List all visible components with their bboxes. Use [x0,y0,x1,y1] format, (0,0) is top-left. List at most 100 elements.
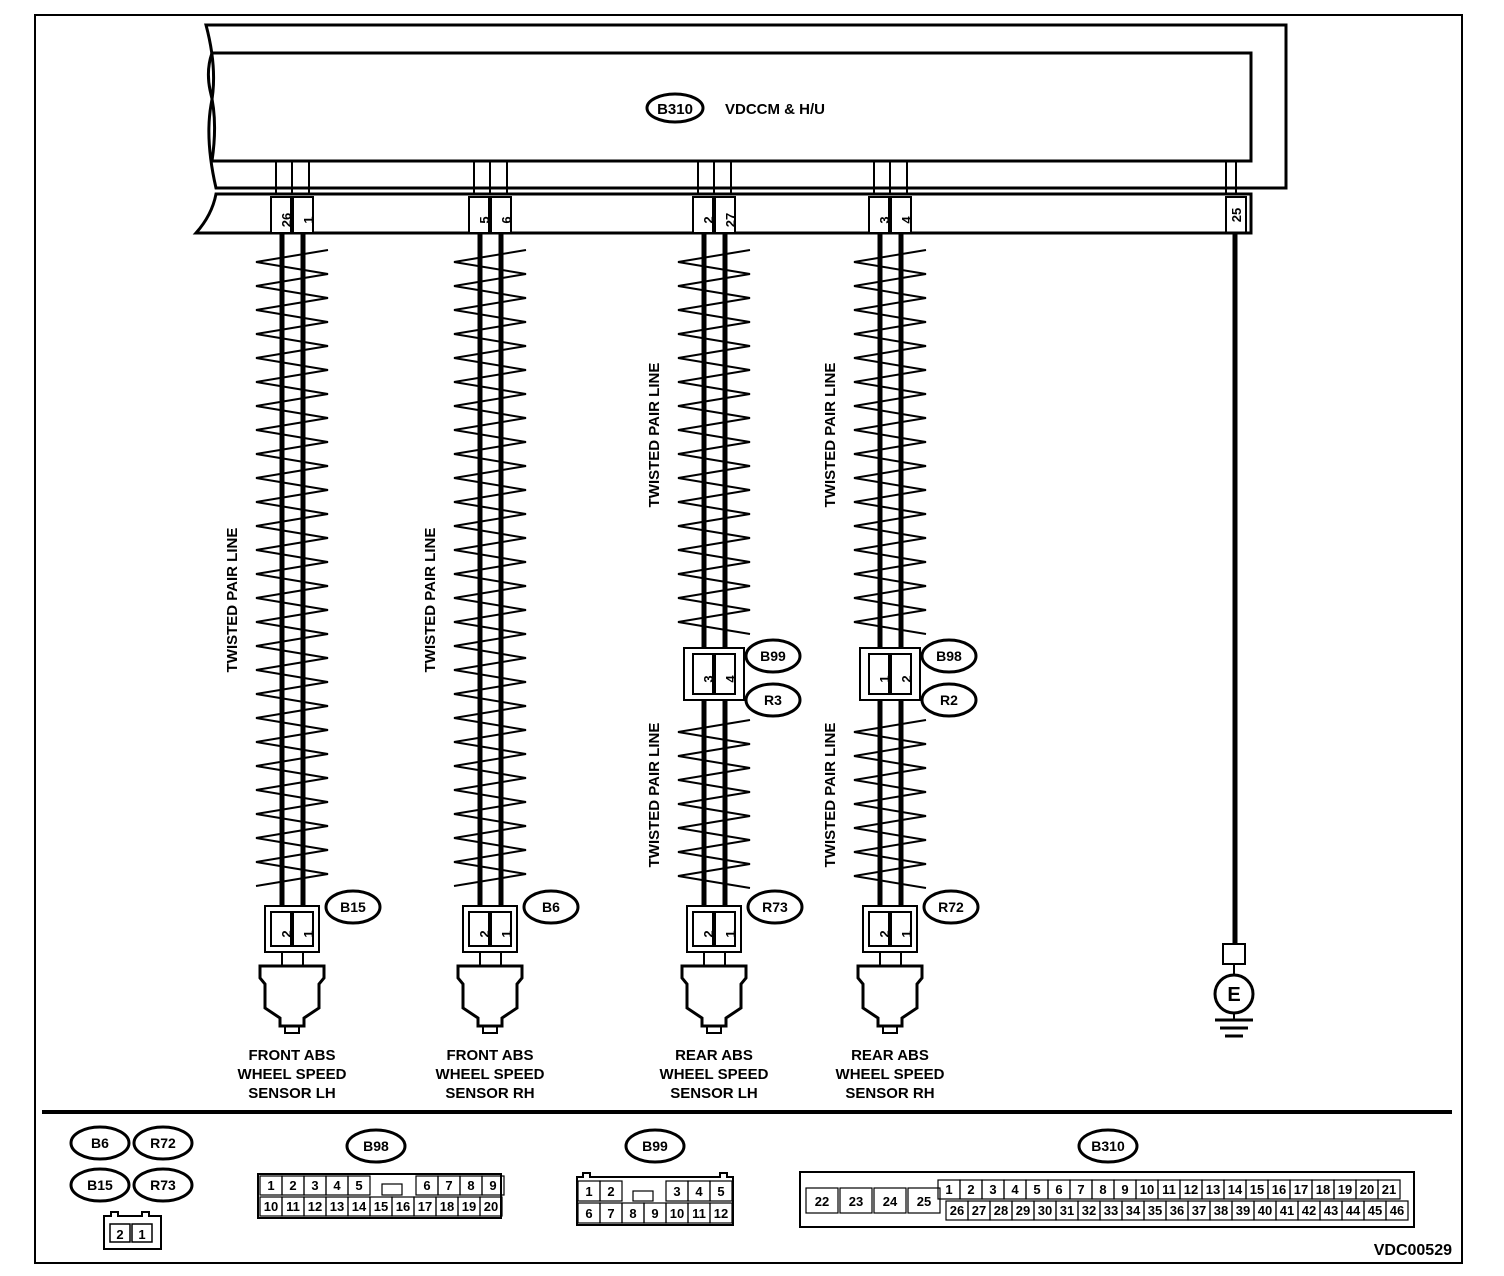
mid-connector-pin-number: 1 [877,675,892,682]
small-connector-name: B15 [87,1177,113,1193]
module-inner-box [206,51,1253,163]
b310-row1-pin: 6 [1055,1182,1062,1197]
module-pin-number: 27 [723,213,738,227]
outer-frame [34,14,1463,1264]
b310-row2-pin: 39 [1236,1203,1250,1218]
b310-row2-pin: 35 [1148,1203,1162,1218]
module-pin-number: 3 [877,216,892,223]
sensor-connector-label: R72 [938,899,964,915]
sensor-connector-pin-number: 2 [477,930,492,937]
b310-row2-pin: 41 [1280,1203,1294,1218]
b98-row1-pin: 7 [445,1178,452,1193]
wheel-speed-sensor-icon [456,964,524,1028]
mid-connector-pin-box [868,653,890,695]
b310-large-pin: 24 [883,1194,898,1209]
module-housing [204,23,1288,190]
sensor-connector-pin-box [890,911,912,947]
sensor-label-line: SENSOR LH [248,1085,336,1102]
b98-row2-pin: 12 [308,1199,322,1214]
b310-row2-pin: 43 [1324,1203,1338,1218]
b310-row2-pin: 31 [1060,1203,1074,1218]
twisted-pair-zigzag [255,249,329,887]
sensor-connector-pin-box [270,911,292,947]
b98-row1-cell [347,1175,371,1196]
b99-row1-pin: 3 [673,1184,680,1199]
sensor-label-line: SENSOR RH [845,1085,934,1102]
small-connector-oval [132,1125,194,1161]
module-pin-number: 1 [301,216,316,223]
b99-row1-pin: 5 [717,1184,724,1199]
mid-connector-top-label: B98 [936,648,962,664]
mid-connector-bottom-label-oval [744,682,802,718]
b310-row2-pin: 36 [1170,1203,1184,1218]
b99-oval [624,1128,686,1164]
b99-row2-pin: 6 [585,1206,592,1221]
b310-row1-pin: 12 [1184,1182,1198,1197]
b98-row2-pin: 13 [330,1199,344,1214]
sensor-tip [284,1026,300,1034]
b310-large-pin: 22 [815,1194,829,1209]
small-connector-name: B6 [91,1135,109,1151]
b98-row2-cell [479,1196,503,1217]
sensor-connector-pin-number: 1 [301,930,316,937]
b98-row2-pin: 10 [264,1199,278,1214]
mid-connector-top-label: B99 [760,648,786,664]
small-connector-pin: 2 [116,1227,123,1242]
b310-row1-pin: 2 [967,1182,974,1197]
sensor-connector-pin-number: 1 [899,930,914,937]
twisted-pair-label: TWISTED PAIR LINE [422,528,439,673]
b310-row2-pin: 37 [1192,1203,1206,1218]
sensor-label-line: WHEEL SPEED [660,1066,769,1083]
b98-row1-pin: 6 [423,1178,430,1193]
sensor-connector-pin-box [714,911,736,947]
b310-row2-pin: 46 [1390,1203,1404,1218]
b310-row1-pin: 11 [1162,1182,1176,1197]
b98-name: B98 [363,1138,389,1154]
small-connector-pin: 1 [138,1227,145,1242]
b310-row1-pin: 21 [1382,1182,1396,1197]
b98-row2-pin: 14 [352,1199,367,1214]
b310-large-cell [873,1187,907,1214]
sensor-label-line: WHEEL SPEED [238,1066,347,1083]
wheel-speed-sensor-icon [856,964,924,1028]
b310-row1-pin: 9 [1121,1182,1128,1197]
b310-row1-pin: 13 [1206,1182,1220,1197]
sensor-tip [482,1026,498,1034]
b310-row2-pin: 27 [972,1203,986,1218]
mid-connector-top-label-oval [744,638,802,674]
b310-row1-pin: 20 [1360,1182,1374,1197]
sensor-connector-pin-box [468,911,490,947]
sensor-connector-label-oval [922,889,980,925]
b310-row2-pin: 40 [1258,1203,1272,1218]
b98-row1-pin: 9 [489,1178,496,1193]
b99-row1-pin: 1 [585,1184,592,1199]
b98-row2-pin: 17 [418,1199,432,1214]
sensor-label-line: FRONT ABS [447,1047,534,1064]
mid-connector-bottom-label-oval [920,682,978,718]
sensor-label-line: FRONT ABS [249,1047,336,1064]
small-connector-oval [69,1125,131,1161]
b310-large-cell [907,1187,941,1214]
b98-row2-pin: 20 [484,1199,498,1214]
b99-row2-pin: 9 [651,1206,658,1221]
mid-connector-pin-number: 2 [899,675,914,682]
b98-row1-pin: 3 [311,1178,318,1193]
module-pin-number: 5 [477,216,492,223]
module-connector-badge [645,92,705,124]
small-connector-name: R72 [150,1135,176,1151]
b99-row2-pin: 11 [692,1206,706,1221]
twisted-pair-label-lower: TWISTED PAIR LINE [646,723,663,868]
module-pin-box [868,196,890,234]
module-pin-number: 4 [899,216,914,224]
b310-row2-pin: 38 [1214,1203,1228,1218]
b99-row1-pin: 4 [695,1184,703,1199]
small-connector-cell [109,1223,131,1243]
twisted-pair-label-lower: TWISTED PAIR LINE [822,723,839,868]
